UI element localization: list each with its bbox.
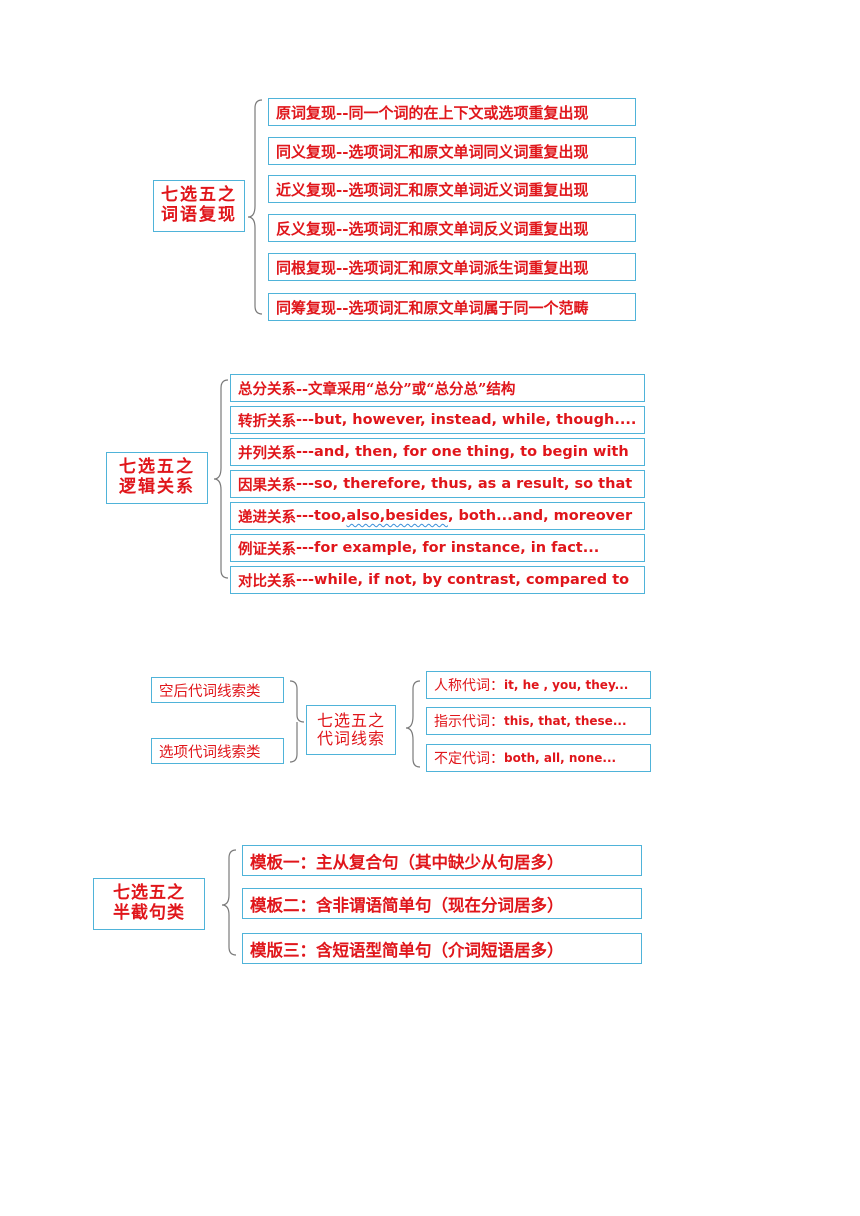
- brace-section-1: [247, 99, 263, 315]
- section-2-item-7-head: 对比关系: [238, 572, 296, 590]
- section-2-item-1-head: 总分关系--文章采用“总分”或“总分总”结构: [238, 380, 516, 398]
- section-2-item-6: 例证关系---for example, for instance, in fac…: [230, 534, 645, 562]
- section-2-item-5-head: 递进关系: [238, 508, 296, 526]
- section-2-item-6-tail: ---for example, for instance, in fact...: [296, 540, 600, 556]
- section-2-item-6-head: 例证关系: [238, 540, 296, 558]
- section-3-right-item-1: 人称代词：it, he , you, they...: [426, 671, 651, 699]
- section-1-item-4: 反义复现--选项词汇和原文单词反义词重复出现: [268, 214, 636, 242]
- section-4-item-3: 模版三：含短语型简单句（介词短语居多）: [242, 933, 642, 964]
- section-3-right-item-1-tail: it, he , you, they...: [504, 678, 629, 692]
- section-2-item-5-tail-underlined: also,besides: [346, 508, 448, 524]
- section-1-item-5: 同根复现--选项词汇和原文单词派生词重复出现: [268, 253, 636, 281]
- section-2-item-7: 对比关系---while, if not, by contrast, compa…: [230, 566, 645, 594]
- section-1-item-3: 近义复现--选项词汇和原文单词近义词重复出现: [268, 175, 636, 203]
- section-2-title-line-2: 逻辑关系: [119, 477, 195, 497]
- section-1-title: 七选五之 词语复现: [153, 180, 245, 232]
- section-3-right-item-2-tail: this, that, these...: [504, 714, 627, 728]
- section-3-title-line-1: 七选五之: [316, 710, 385, 730]
- brace-section-3-right: [405, 680, 421, 768]
- section-2-item-4-tail: ---so, therefore, thus, as a result, so …: [296, 476, 633, 492]
- section-3-right-item-2: 指示代词：this, that, these...: [426, 707, 651, 735]
- section-2-item-5: 递进关系---too, also,besides, both...and, mo…: [230, 502, 645, 530]
- section-2-title: 七选五之 逻辑关系: [106, 452, 208, 504]
- section-2-item-5-tail-c: , both...and, moreover: [447, 508, 633, 524]
- section-2-item-2-head: 转折关系: [238, 412, 296, 430]
- section-1-item-2: 同义复现--选项词汇和原文单词同义词重复出现: [268, 137, 636, 165]
- section-2-item-4: 因果关系---so, therefore, thus, as a result,…: [230, 470, 645, 498]
- section-3-right-item-2-head: 指示代词：: [434, 714, 504, 730]
- section-4-item-2: 模板二：含非谓语简单句（现在分词居多）: [242, 888, 642, 919]
- section-2-item-7-tail: ---while, if not, by contrast, compared …: [296, 572, 630, 588]
- section-2-item-4-head: 因果关系: [238, 476, 296, 494]
- section-4-title-line-2: 半截句类: [113, 903, 185, 923]
- section-2-item-5-tail-a: ---too,: [296, 508, 347, 524]
- section-2-item-1: 总分关系--文章采用“总分”或“总分总”结构: [230, 374, 645, 402]
- section-3-right-item-1-head: 人称代词：: [434, 678, 504, 694]
- brace-section-2: [213, 379, 229, 579]
- brace-section-3-left: [289, 680, 305, 763]
- section-2-item-3: 并列关系---and, then, for one thing, to begi…: [230, 438, 645, 466]
- section-3-left-item-1: 空后代词线索类: [151, 677, 284, 703]
- section-3-right-item-3: 不定代词：both, all, none...: [426, 744, 651, 772]
- section-3-title: 七选五之 代词线索: [306, 705, 396, 755]
- section-1-item-1: 原词复现--同一个词的在上下文或选项重复出现: [268, 98, 636, 126]
- section-4-item-1: 模板一：主从复合句（其中缺少从句居多）: [242, 845, 642, 876]
- section-1-title-line-1: 七选五之: [161, 185, 237, 206]
- section-4-title-line-1: 七选五之: [113, 883, 185, 904]
- section-1-title-line-2: 词语复现: [161, 205, 237, 225]
- brace-section-4: [221, 849, 237, 956]
- section-2-item-3-tail: ---and, then, for one thing, to begin wi…: [296, 444, 629, 460]
- section-2-item-2: 转折关系---but, however, instead, while, tho…: [230, 406, 645, 434]
- section-2-title-line-1: 七选五之: [119, 457, 195, 478]
- section-4-title: 七选五之 半截句类: [93, 878, 205, 930]
- section-2-item-3-head: 并列关系: [238, 444, 296, 462]
- section-3-title-line-2: 代词线索: [316, 729, 385, 748]
- section-2-item-2-tail: ---but, however, instead, while, though.…: [296, 412, 637, 428]
- section-1-item-6: 同筹复现--选项词汇和原文单词属于同一个范畴: [268, 293, 636, 321]
- section-3-right-item-3-tail: both, all, none...: [504, 751, 617, 765]
- section-3-left-item-2: 选项代词线索类: [151, 738, 284, 764]
- section-3-right-item-3-head: 不定代词：: [434, 751, 504, 767]
